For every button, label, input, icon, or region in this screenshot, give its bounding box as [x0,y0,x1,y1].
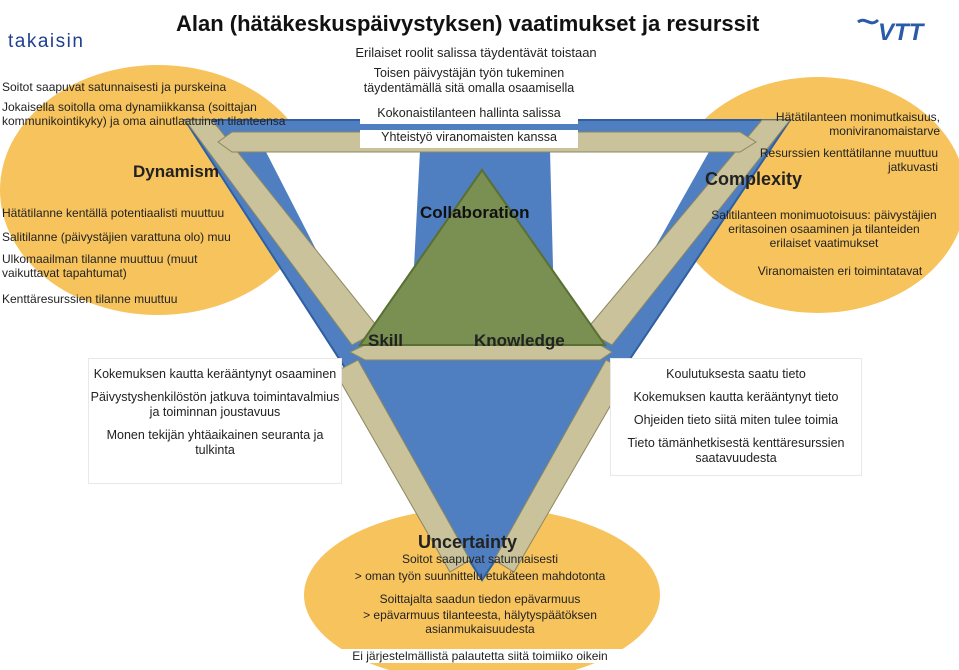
uncertainty-item-4: > epävarmuus tilanteesta, hälytyspäätöks… [363,608,597,636]
complexity-item-3: Salitilanteen monimuotoisuus: päivystäji… [711,208,937,250]
arrow-left-lower [334,359,471,573]
dynamism-item-6: Kenttäresurssien tilanne muuttuu [2,292,178,306]
dynamism-item-1: Soitot saapuvat satunnaisesti ja purskei… [2,80,227,94]
page-title: Alan (hätäkeskuspäivystyksen) vaatimukse… [176,10,832,38]
back-link[interactable]: takaisin [0,26,113,58]
knowledge-item-3: Ohjeiden tieto siitä miten tulee toimia [633,413,839,427]
dynamism-item-2: Jokaisella soitolla oma dynamiikkansa (s… [2,100,286,128]
complexity-item-2: Resurssien kenttätilanne muuttuu jatkuva… [759,146,938,174]
uncertainty-item-1: Soitot saapuvat satunnaisesti [401,552,559,566]
skill-heading: Skill [368,331,403,350]
collaboration-heading: Collaboration [420,203,530,222]
uncertainty-item-2: > oman työn suunnittelu etukäteen mahdot… [354,569,606,583]
vtt-logo-icon: VTT [857,18,926,46]
skill-item-2: Päivystyshenkilöstön jatkuva toimintaval… [90,390,340,419]
dynamism-item-4: Salitilanne (päivystäjien varattuna olo)… [2,230,231,244]
dynamism-heading: Dynamism [133,162,219,181]
collaboration-item-3: Yhteistyö viranomaisten kanssa [360,130,578,148]
uncertainty-item-3: Soittajalta saadun tiedon epävarmuus [379,592,581,606]
dynamism-item-3: Hätätilanne kentällä potentiaalisti muut… [2,206,225,220]
skill-item-1: Kokemuksen kautta kerääntynyt osaaminen [93,367,337,381]
uncertainty-item-5: Ei järjestelmällistä palautetta siitä to… [320,649,640,663]
inner-right-cutout [550,150,710,345]
knowledge-box: Koulutuksesta saatu tieto Kokemuksen kau… [610,358,862,476]
uncertainty-ellipse [304,507,660,670]
dynamism-item-5: Ulkomaailman tilanne muuttuu (muut vaiku… [2,252,198,280]
complexity-item-1: Hätätilanteen monimutkaisuus, monivirano… [775,110,940,138]
knowledge-item-4: Tieto tämänhetkisestä kenttäresurssien s… [627,436,845,465]
uncertainty-heading: Uncertainty [418,532,518,552]
page-subtitle: Erilaiset roolit salissa täydentävät toi… [342,44,610,62]
knowledge-item-2: Kokemuksen kautta kerääntynyt tieto [633,390,839,404]
knowledge-heading: Knowledge [474,331,565,350]
complexity-heading: Complexity [705,169,803,189]
skill-item-3: Monen tekijän yhtäaikainen seuranta ja t… [106,428,324,457]
collaboration-item-2: Kokonaistilanteen hallinta salissa [360,106,578,124]
green-triangle [358,168,607,346]
complexity-item-4: Viranomaisten eri toimintatavat [757,264,923,278]
skill-box: Kokemuksen kautta kerääntynyt osaaminen … [88,358,342,484]
collaboration-item-1: Toisen päivystäjän työn tukeminen täyden… [350,66,588,100]
inner-left-cutout [265,150,420,345]
svg-text:VTT: VTT [878,19,926,46]
knowledge-item-1: Koulutuksesta saatu tieto [666,367,806,381]
inner-bottom-cutout [400,355,565,500]
